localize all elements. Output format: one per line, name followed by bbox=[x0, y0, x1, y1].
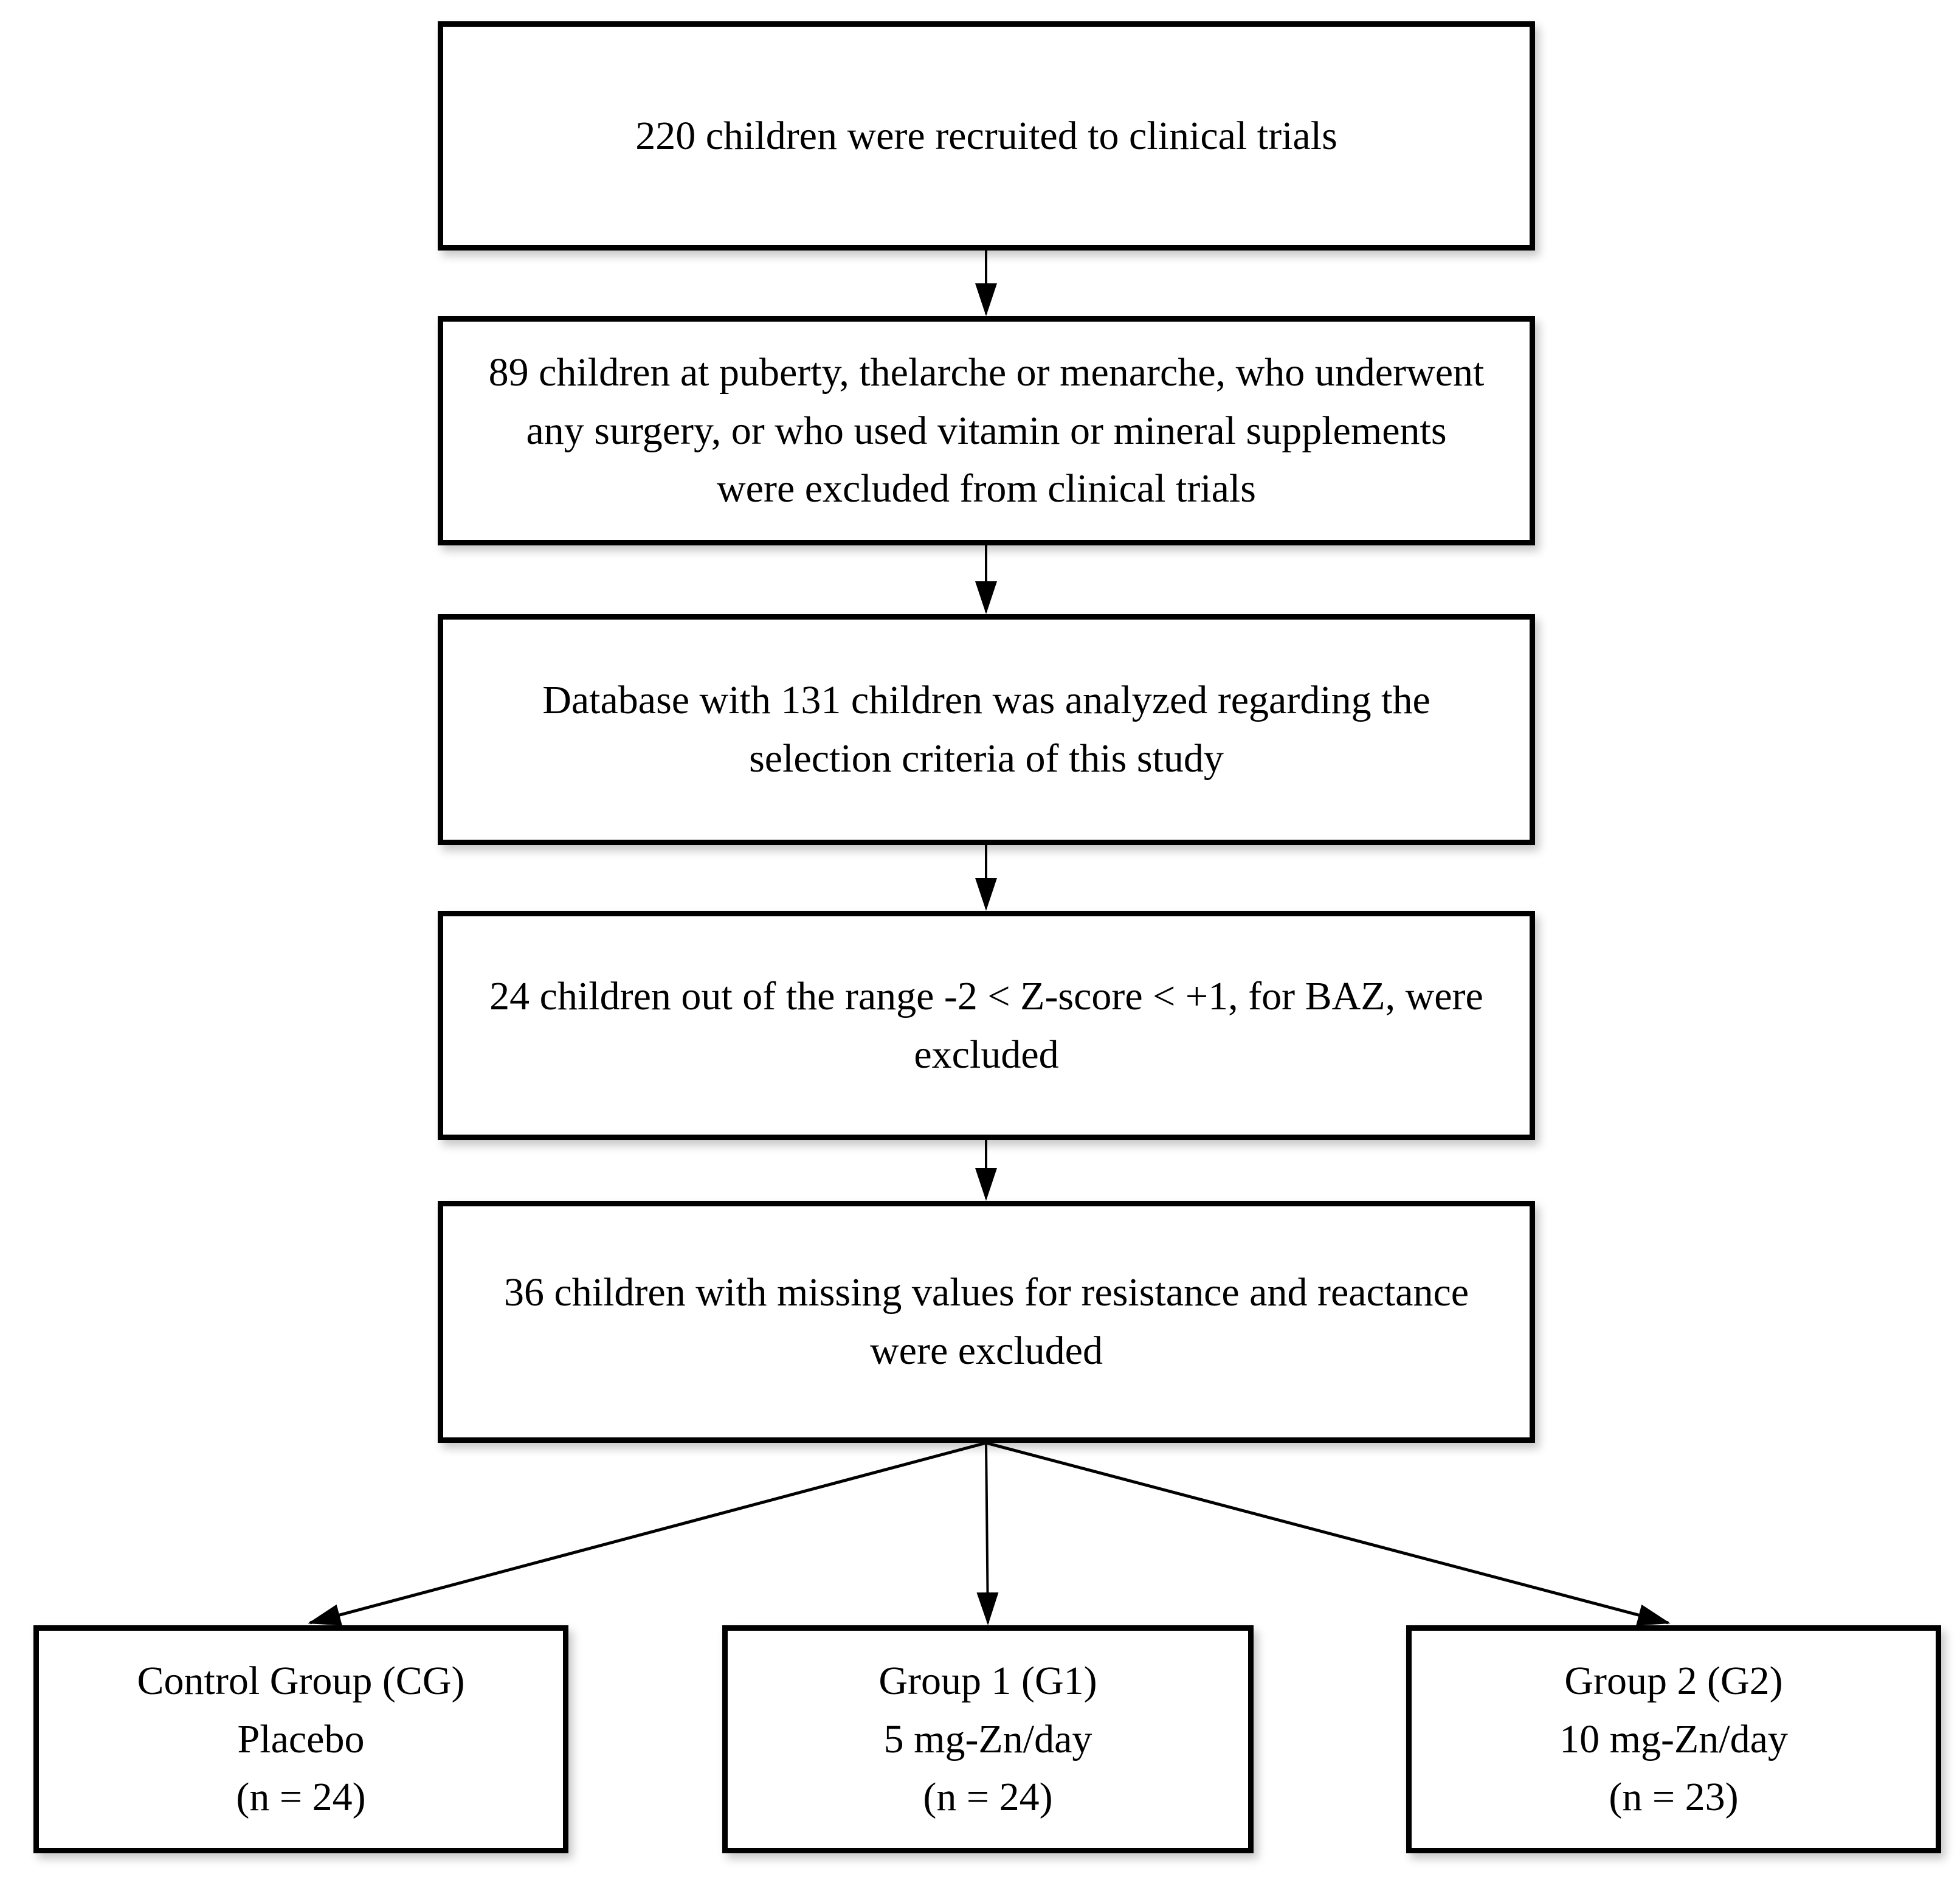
box-database-131: Database with 131 children was analyzed … bbox=[438, 614, 1535, 845]
control-group-n: (n = 24) bbox=[236, 1775, 366, 1820]
arrow-branch-to-control bbox=[308, 1441, 987, 1626]
arrow-branch-to-group1 bbox=[976, 1442, 999, 1625]
box-excluded-24: 24 children out of the range -2 < Z-scor… bbox=[438, 911, 1535, 1140]
box-excluded-36: 36 children with missing values for resi… bbox=[438, 1201, 1535, 1443]
control-group-treatment: Placebo bbox=[237, 1716, 365, 1761]
arrow-branch-to-group2 bbox=[985, 1441, 1671, 1626]
group-1-title: Group 1 (G1) bbox=[878, 1658, 1097, 1703]
group-2-treatment: 10 mg-Zn/day bbox=[1559, 1716, 1788, 1761]
box-control-group: Control Group (CG) Placebo (n = 24) bbox=[33, 1625, 568, 1853]
box-group-2: Group 2 (G2) 10 mg-Zn/day (n = 23) bbox=[1406, 1625, 1941, 1853]
box-database-131-text: Database with 131 children was analyzed … bbox=[542, 678, 1430, 781]
box-excluded-89-text: 89 children at puberty, thelarche or men… bbox=[488, 350, 1485, 511]
box-excluded-89: 89 children at puberty, thelarche or men… bbox=[438, 316, 1535, 545]
box-recruited: 220 children were recruited to clinical … bbox=[438, 21, 1535, 251]
box-excluded-36-text: 36 children with missing values for resi… bbox=[503, 1270, 1469, 1373]
control-group-title: Control Group (CG) bbox=[137, 1658, 465, 1703]
group-1-treatment: 5 mg-Zn/day bbox=[883, 1716, 1092, 1761]
box-excluded-24-text: 24 children out of the range -2 < Z-scor… bbox=[489, 973, 1483, 1077]
box-group-1: Group 1 (G1) 5 mg-Zn/day (n = 24) bbox=[722, 1625, 1254, 1853]
group-1-n: (n = 24) bbox=[923, 1775, 1053, 1820]
group-2-title: Group 2 (G2) bbox=[1564, 1658, 1783, 1703]
group-2-n: (n = 23) bbox=[1609, 1775, 1739, 1820]
box-recruited-text: 220 children were recruited to clinical … bbox=[635, 113, 1337, 158]
